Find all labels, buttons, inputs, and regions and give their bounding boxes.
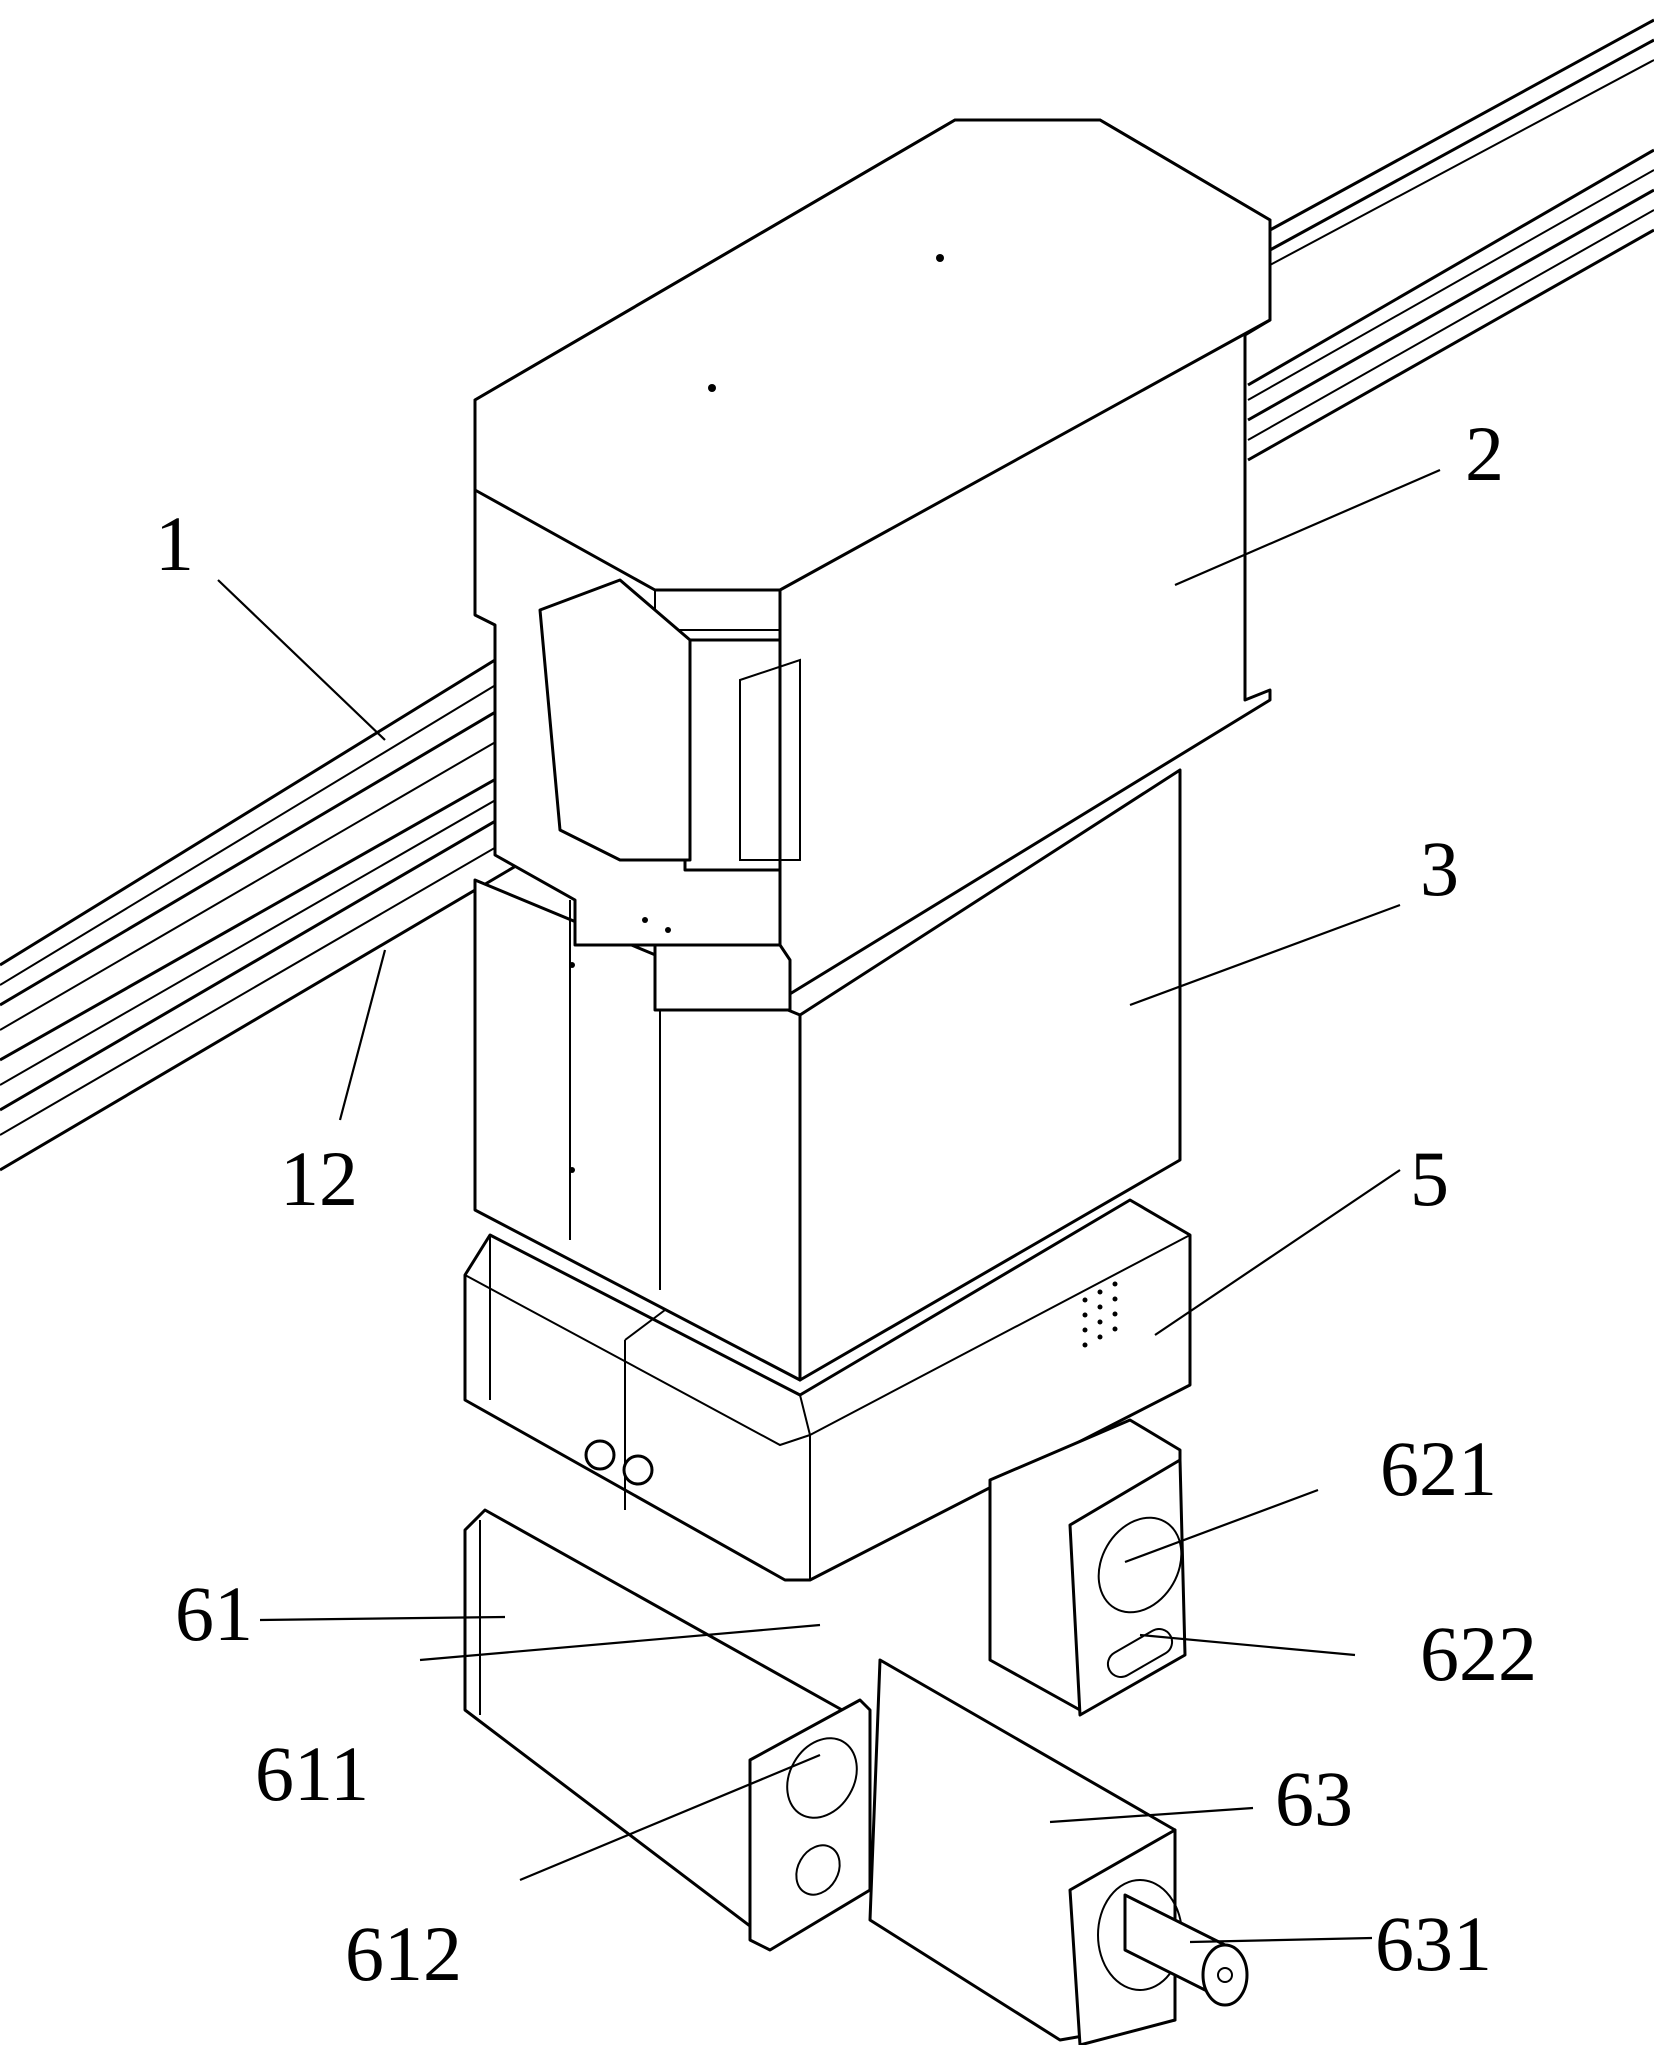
vent-grille: [1082, 1281, 1118, 1348]
leader-63: [1049, 1806, 1254, 1824]
leader-61: [259, 1615, 506, 1622]
lower-module: [868, 1658, 1249, 2045]
label-control-box: 5: [1410, 1135, 1449, 1222]
leader-2: [1174, 468, 1441, 587]
label-housing: 3: [1420, 825, 1459, 912]
carriage-body: [473, 118, 1272, 1012]
leader-lines: [217, 468, 1441, 1944]
leader-621: [1124, 1488, 1319, 1564]
label-right-window-slot: 622: [1420, 1610, 1537, 1697]
leader-5: [1154, 1169, 1401, 1336]
label-lower-module: 63: [1275, 1755, 1353, 1842]
leader-622: [1139, 1633, 1356, 1657]
label-left-window-small: 612: [345, 1910, 462, 1997]
leader-3: [1129, 903, 1401, 1007]
leader-631: [1189, 1936, 1373, 1944]
left-module: [463, 1508, 872, 1952]
rail-front-segment: [0, 618, 601, 1172]
label-left-window-large: 611: [255, 1730, 370, 1817]
label-left-module: 61: [175, 1570, 253, 1657]
leader-1: [217, 579, 386, 741]
leader-611: [419, 1623, 821, 1662]
label-spindle: 631: [1375, 1900, 1492, 1987]
leader-612: [519, 1753, 821, 1882]
right-module: [988, 1418, 1187, 1717]
leader-12: [338, 949, 387, 1121]
label-rail: 1: [155, 500, 194, 587]
rail-back-segment: [1247, 18, 1654, 462]
control-box: [463, 1198, 1192, 1582]
label-rail-groove: 12: [280, 1135, 358, 1222]
label-carriage: 2: [1465, 410, 1504, 497]
label-right-window-large: 621: [1380, 1425, 1497, 1512]
